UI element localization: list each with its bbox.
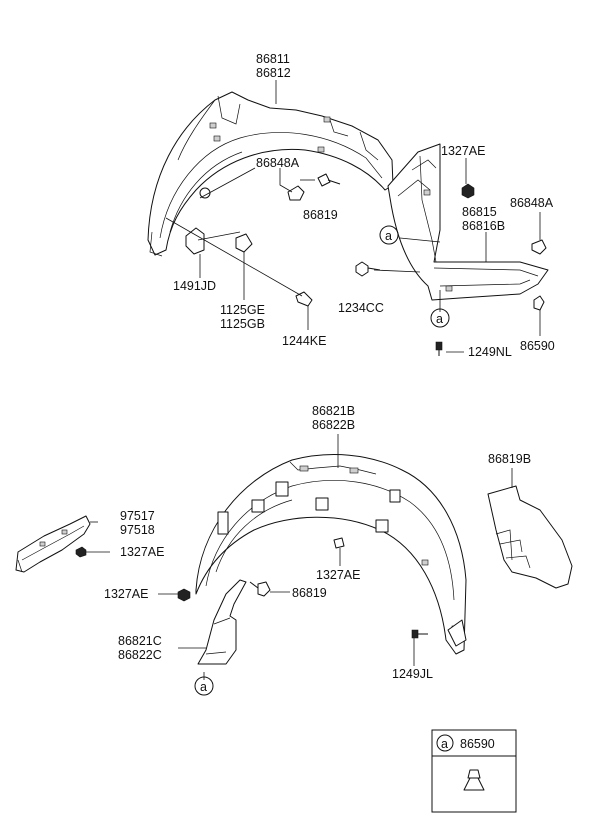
label-1249jl: 1249JL (392, 667, 433, 681)
label-1125gb: 1125GB (220, 317, 265, 331)
label-1327ae-top: 1327AE (441, 144, 485, 158)
label-1125ge: 1125GE (220, 303, 265, 317)
label-1327ae-center: 1327AE (316, 568, 360, 582)
label-86822b: 86822B (312, 418, 355, 432)
nut-1327ae-top (461, 183, 475, 199)
screw-1244ke (295, 291, 313, 307)
label-97517: 97517 (120, 509, 155, 523)
rear-wheel-guard (195, 454, 467, 655)
clip-86590 (533, 295, 545, 311)
label-1234cc: 1234CC (338, 301, 384, 315)
label-1327ae-mid: 1327AE (120, 545, 164, 559)
legend-part-number: 86590 (460, 737, 495, 751)
label-86821b: 86821B (312, 404, 355, 418)
nut-1327ae-mid (75, 546, 87, 558)
screw-1249nl (435, 341, 443, 356)
callout-a-2-letter: a (436, 312, 443, 326)
legend-callout-letter: a (441, 737, 448, 751)
label-97518: 97518 (120, 523, 155, 537)
front-wheel-guard-lower (387, 143, 549, 301)
label-86819-top: 86819 (303, 208, 338, 222)
legend-clip-icon (463, 769, 485, 791)
legend-box: a 86590 (431, 729, 517, 813)
callout-a-3-letter: a (200, 680, 207, 694)
label-1327ae-left: 1327AE (104, 587, 148, 601)
label-1249nl: 1249NL (468, 345, 512, 359)
label-1244ke: 1244KE (282, 334, 326, 348)
screw-1249jl (411, 629, 428, 639)
clip-1327ae-center (333, 537, 345, 549)
bracket-97517 (15, 515, 91, 573)
clip-86848a-top (287, 185, 305, 201)
callout-a-1-letter: a (385, 229, 392, 243)
callout-a-1: a (379, 225, 399, 245)
label-86812: 86812 (256, 66, 291, 80)
label-86815: 86815 (462, 205, 497, 219)
bolt-1234cc (355, 261, 381, 277)
rear-guard-lower-piece (197, 579, 247, 665)
callout-a-3: a (194, 676, 214, 696)
screw-86819-bottom (249, 581, 271, 597)
label-86811: 86811 (256, 52, 290, 66)
bolt-1125ge (235, 233, 253, 253)
rear-guard-86819b (487, 485, 573, 589)
nut-1327ae-left (177, 588, 191, 602)
clip-86848a-right (531, 239, 547, 255)
callout-a-2: a (430, 308, 450, 328)
front-wheel-guard-upper (147, 91, 394, 257)
label-86819-bottom: 86819 (292, 586, 327, 600)
label-86848a-top: 86848A (256, 156, 300, 170)
label-86816b: 86816B (462, 219, 505, 233)
label-86590: 86590 (520, 339, 555, 353)
label-86819b: 86819B (488, 452, 531, 466)
screw-86819-top (317, 173, 341, 187)
label-86822c: 86822C (118, 648, 162, 662)
label-1491jd: 1491JD (173, 279, 216, 293)
label-86848a-right: 86848A (510, 196, 554, 210)
label-86821c: 86821C (118, 634, 162, 648)
